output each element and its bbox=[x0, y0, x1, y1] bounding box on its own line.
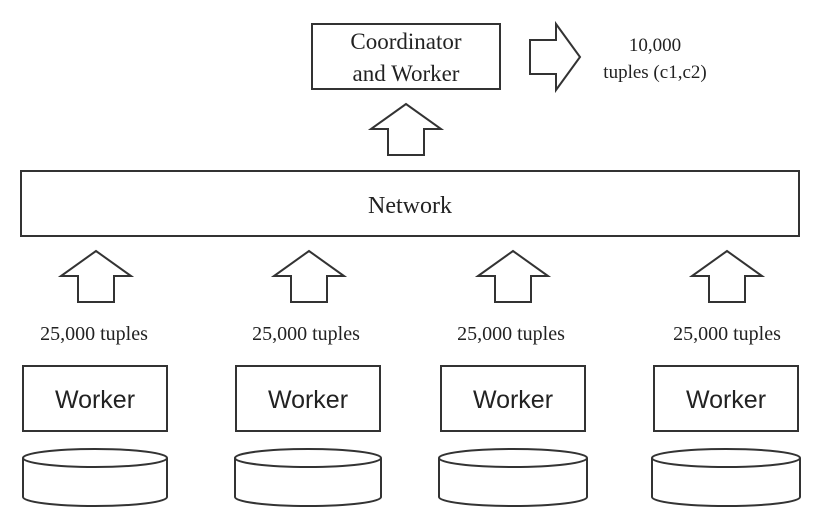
coordinator-label-line1: Coordinator bbox=[350, 29, 461, 54]
output-label-line1: 10,000 bbox=[629, 35, 681, 56]
worker-2-box bbox=[235, 365, 381, 432]
worker-4-label: Worker bbox=[686, 386, 766, 414]
worker-3-label: Worker bbox=[473, 386, 553, 414]
network-label: Network bbox=[368, 193, 452, 219]
worker-1-up-arrow-icon bbox=[57, 249, 135, 303]
worker-1-database-icon bbox=[22, 448, 168, 507]
worker-1-box bbox=[22, 365, 168, 432]
worker-column-4: 25,000 tuples Worker bbox=[651, 249, 801, 507]
worker-4-box bbox=[653, 365, 799, 432]
worker-2-label: Worker bbox=[268, 386, 348, 414]
worker-3-up-arrow-icon bbox=[474, 249, 552, 303]
network-node: Network bbox=[20, 170, 800, 237]
worker-2-up-arrow-icon bbox=[270, 249, 348, 303]
network-to-coordinator-arrow-icon bbox=[367, 102, 445, 156]
worker-3-box bbox=[440, 365, 586, 432]
coordinator-node: Coordinator and Worker bbox=[311, 23, 501, 90]
worker-column-1: 25,000 tuples Worker bbox=[22, 249, 168, 507]
worker-column-2: 25,000 tuples Worker bbox=[234, 249, 382, 507]
output-label: 10,000 tuples (c1,c2) bbox=[603, 35, 706, 83]
coordinator-label-line2: and Worker bbox=[353, 61, 460, 86]
worker-3-database-icon bbox=[438, 448, 588, 507]
output-label-line2: tuples (c1,c2) bbox=[603, 62, 706, 83]
worker-column-3: 25,000 tuples Worker bbox=[438, 249, 588, 507]
worker-1-tuples: 25,000 tuples bbox=[40, 323, 148, 345]
worker-2-tuples: 25,000 tuples bbox=[252, 323, 360, 345]
worker-2-database-icon bbox=[234, 448, 382, 507]
output-arrow-icon bbox=[529, 20, 582, 94]
worker-3-tuples: 25,000 tuples bbox=[457, 323, 565, 345]
worker-4-up-arrow-icon bbox=[688, 249, 766, 303]
worker-4-database-icon bbox=[651, 448, 801, 507]
worker-1-label: Worker bbox=[55, 386, 135, 414]
worker-4-tuples: 25,000 tuples bbox=[673, 323, 781, 345]
